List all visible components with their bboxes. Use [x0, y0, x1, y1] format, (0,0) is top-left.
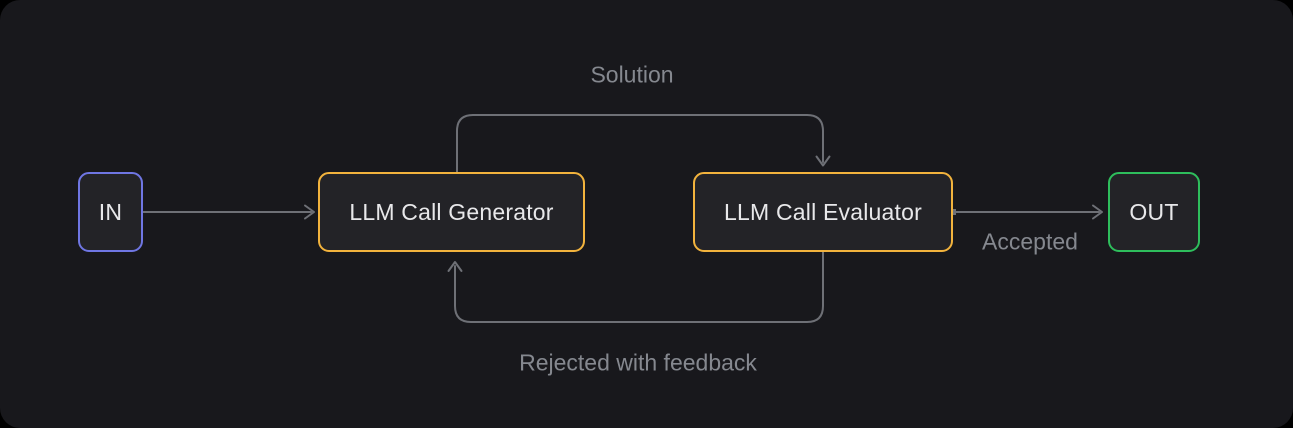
arrowhead-in-to-generator [304, 204, 315, 220]
arrowhead-evaluator-to-generator [447, 261, 463, 272]
arrowhead-generator-to-evaluator [815, 155, 831, 167]
node-in-label: IN [98, 198, 123, 225]
node-in[interactable]: IN [78, 172, 143, 252]
node-llm-call-generator-label: LLM Call Generator [349, 198, 554, 225]
node-llm-call-generator[interactable]: LLM Call Generator [318, 172, 585, 252]
node-out[interactable]: OUT [1108, 172, 1200, 252]
node-out-label: OUT [1129, 198, 1179, 225]
edge-generator-to-evaluator [456, 114, 824, 173]
edge-label-solution: Solution [590, 61, 674, 88]
node-llm-call-evaluator[interactable]: LLM Call Evaluator [693, 172, 953, 252]
edge-label-accepted: Accepted [982, 228, 1078, 255]
arrowhead-evaluator-to-out [1092, 204, 1103, 220]
edge-evaluator-to-generator [454, 251, 824, 323]
edge-label-rejected-with-feedback: Rejected with feedback [519, 349, 757, 376]
node-llm-call-evaluator-label: LLM Call Evaluator [724, 198, 922, 225]
